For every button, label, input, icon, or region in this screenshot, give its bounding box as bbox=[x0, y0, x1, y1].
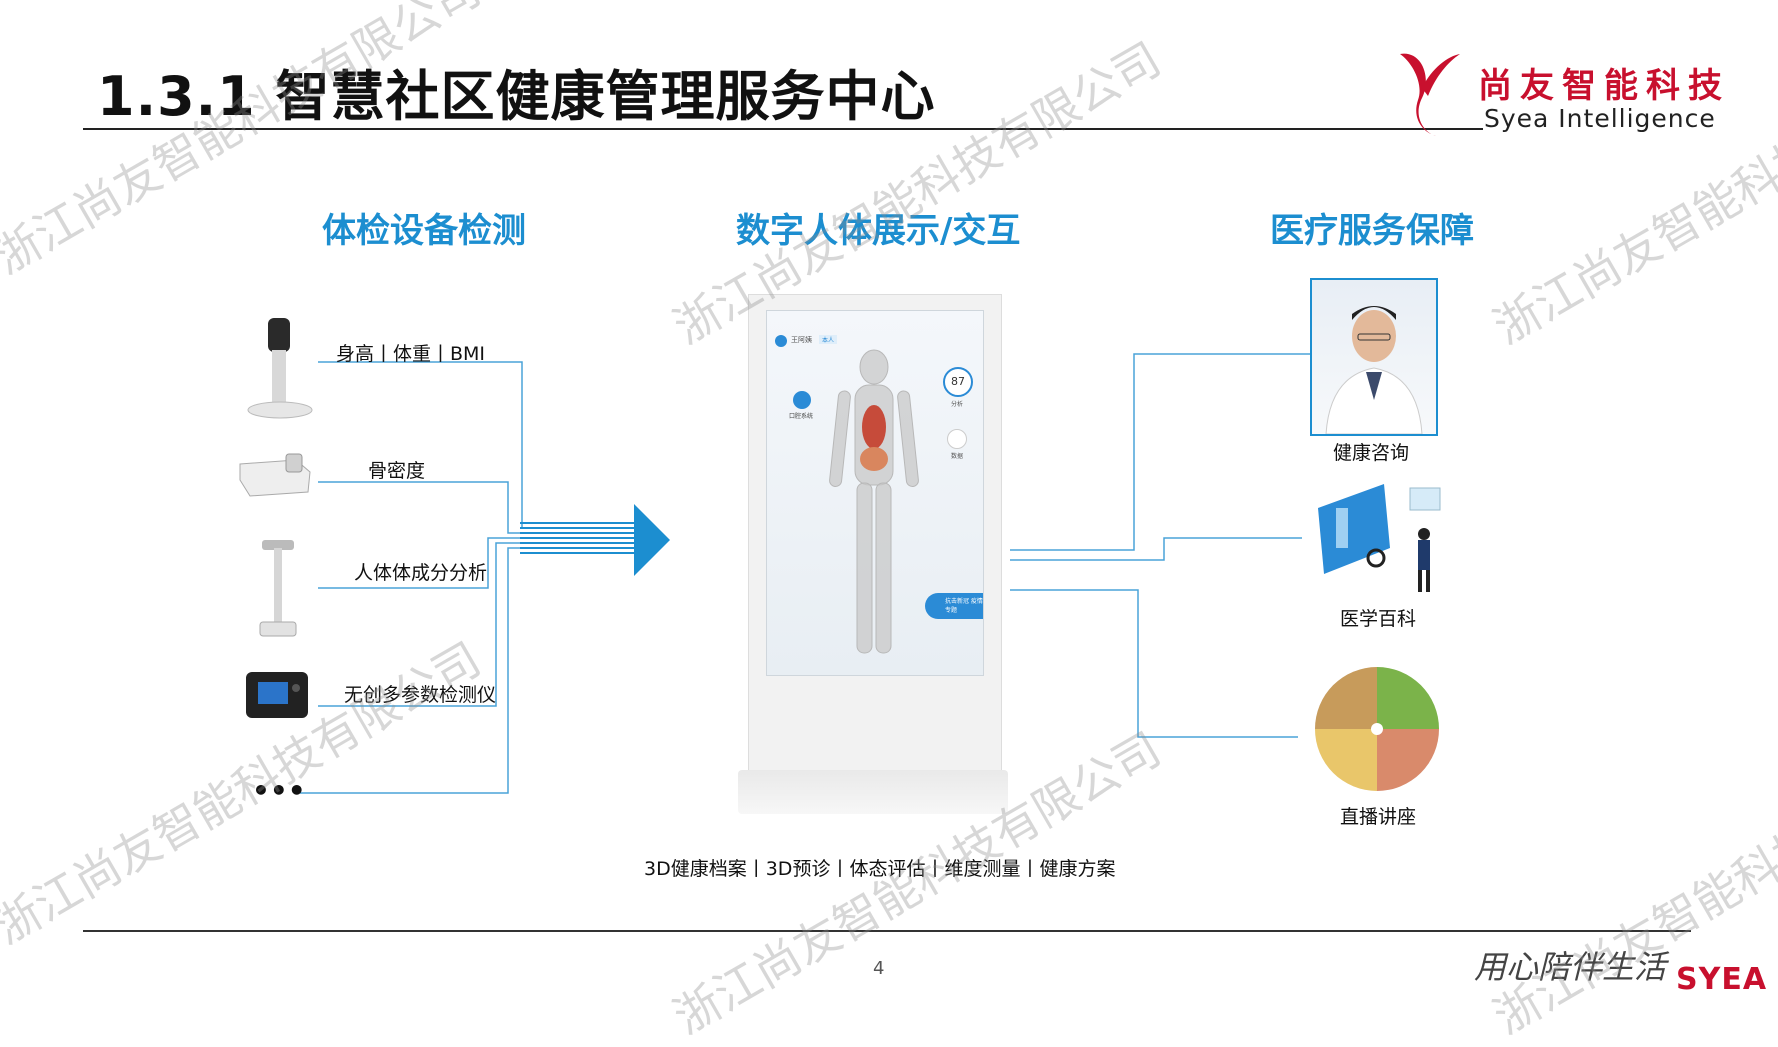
body-composition-analyzer-icon bbox=[259, 540, 297, 637]
service-label-live-lecture: 直播讲座 bbox=[1340, 806, 1417, 828]
screen-banner[interactable]: 抗击新冠 疫情专题 bbox=[925, 593, 983, 619]
screen-user-tag: 本人 bbox=[819, 335, 838, 344]
service-label-consultation: 健康咨询 bbox=[1333, 442, 1410, 464]
brand-name-en: Syea Intelligence bbox=[1484, 104, 1716, 133]
footer-logo: SYEA bbox=[1676, 962, 1768, 997]
chart-icon[interactable] bbox=[947, 429, 967, 449]
brand-name-cn: 尚友智能科技 bbox=[1478, 66, 1730, 106]
section-title-devices: 体检设备检测 bbox=[322, 211, 526, 251]
section-title-medical-service: 医疗服务保障 bbox=[1270, 211, 1474, 251]
device-label-monitor: 无创多参数检测仪 bbox=[344, 684, 497, 706]
kiosk-screen: 王阿姨 本人 口腔系统 87 分析 数据 抗击新冠 疫情专题 bbox=[766, 310, 984, 676]
screen-user-name: 王阿姨 bbox=[791, 336, 812, 344]
screen-score: 87 bbox=[943, 367, 973, 397]
kiosk-base bbox=[738, 770, 1008, 814]
food-plate-icon bbox=[1315, 667, 1439, 791]
medical-encyclopedia-icon bbox=[1318, 484, 1441, 592]
multi-parameter-monitor-icon bbox=[246, 672, 308, 718]
section-title-digital-human: 数字人体展示/交互 bbox=[736, 211, 1021, 251]
title-divider bbox=[83, 128, 1483, 130]
device-label-height: 身高丨体重丨BMI bbox=[336, 343, 486, 365]
height-scale-icon bbox=[247, 318, 313, 419]
kiosk-caption: 3D健康档案丨3D预诊丨体态评估丨维度测量丨健康方案 bbox=[644, 858, 1116, 880]
service-label-encyclopedia: 医学百科 bbox=[1340, 608, 1417, 630]
avatar bbox=[775, 335, 787, 347]
screen-data-label: 数据 bbox=[951, 453, 964, 460]
screen-dental-label: 口腔系统 bbox=[789, 413, 814, 420]
tooth-icon[interactable] bbox=[793, 391, 811, 409]
footer-divider bbox=[83, 930, 1691, 932]
doctor-photo bbox=[1310, 278, 1438, 436]
page-title: 1.3.1 智慧社区健康管理服务中心 bbox=[97, 65, 936, 128]
footer-slogan: 用心陪伴生活 bbox=[1474, 948, 1667, 986]
flow-arrow-icon bbox=[634, 504, 670, 576]
device-label-body-composition: 人体体成分分析 bbox=[354, 562, 488, 584]
ellipsis-icon: ••• bbox=[252, 774, 306, 807]
screen-score-label: 分析 bbox=[951, 401, 964, 408]
syea-logo-icon bbox=[1400, 53, 1460, 137]
page-number: 4 bbox=[873, 958, 885, 979]
connector-lines bbox=[300, 353, 1310, 794]
human-anatomy-model-icon bbox=[829, 349, 919, 654]
device-label-bone-density: 骨密度 bbox=[368, 460, 426, 482]
bone-density-device-icon bbox=[239, 453, 311, 497]
